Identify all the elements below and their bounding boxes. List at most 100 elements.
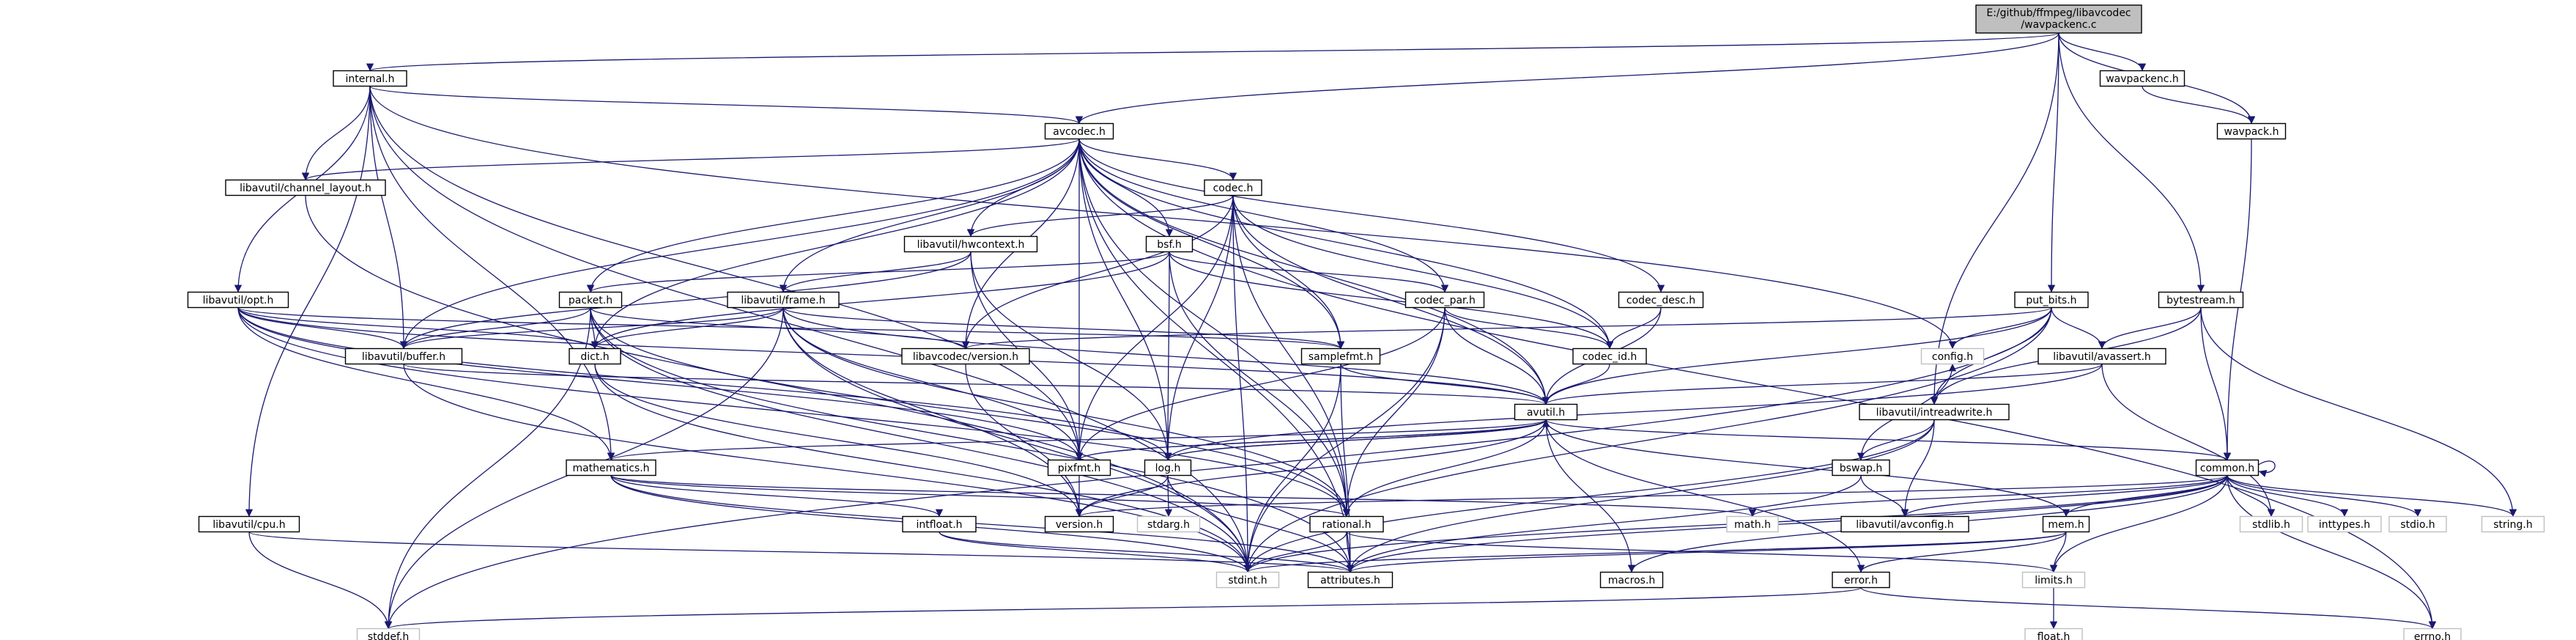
edge-common-to-math xyxy=(1749,474,2228,518)
node-codec-desc[interactable]: codec_desc.h xyxy=(1618,291,1704,309)
node-box xyxy=(2388,515,2447,533)
node-intfloat[interactable]: intfloat.h xyxy=(902,515,977,533)
edge-put-bits-to-avutil xyxy=(1541,307,2052,405)
edge-packet-to-attributes xyxy=(590,307,1355,573)
node-avcodec[interactable]: avcodec.h xyxy=(1044,122,1114,140)
edge-frame-to-buffer xyxy=(399,306,784,350)
node-macros[interactable]: macros.h xyxy=(1599,571,1664,589)
edge-channel-layout-to-stdint xyxy=(305,195,1252,573)
node-avassert[interactable]: libavutil/avassert.h xyxy=(2038,347,2166,365)
node-buffer[interactable]: libavutil/buffer.h xyxy=(344,347,463,365)
edge-avcodec-to-samplefmt xyxy=(1078,139,1345,350)
node-channel-layout[interactable]: libavutil/channel_layout.h xyxy=(225,179,386,196)
node-intreadwrite[interactable]: libavutil/intreadwrite.h xyxy=(1859,403,2010,421)
node-frame[interactable]: libavutil/frame.h xyxy=(727,291,840,309)
edge-log-to-attributes xyxy=(1167,475,1355,573)
node-wavpackenc-h[interactable]: wavpackenc.h xyxy=(2099,70,2185,87)
node-box xyxy=(2099,70,2185,87)
edge-mem-to-attributes xyxy=(1347,531,2067,573)
edge-codec-to-stdint xyxy=(1232,195,1252,573)
node-lavc-version[interactable]: libavcodec/version.h xyxy=(901,347,1030,365)
edge-bswap-to-avconfig xyxy=(1860,475,1909,518)
node-avutil[interactable]: avutil.h xyxy=(1514,403,1578,421)
node-rational[interactable]: rational.h xyxy=(1309,515,1384,533)
edge-codec-desc-to-codec-id xyxy=(1605,307,1662,350)
node-label: internal.h xyxy=(345,73,394,85)
node-bswap[interactable]: bswap.h xyxy=(1832,459,1890,477)
node-label: limits.h xyxy=(2035,575,2072,586)
node-codec-par[interactable]: codec_par.h xyxy=(1404,291,1485,309)
edge-put-bits-to-avassert xyxy=(2051,307,2106,350)
node-label: libavutil/intreadwrite.h xyxy=(1876,407,1993,419)
node-cpu[interactable]: libavutil/cpu.h xyxy=(198,515,300,533)
node-mem[interactable]: mem.h xyxy=(2042,515,2090,533)
edge-common-to-stdio xyxy=(2227,475,2422,518)
edge-internal-to-stdint xyxy=(369,86,1252,573)
node-box xyxy=(1832,459,1890,477)
edge-frame-to-stdint xyxy=(782,307,1252,573)
node-codec-id[interactable]: codec_id.h xyxy=(1572,347,1647,365)
edge-opt-to-mathematics xyxy=(237,307,615,461)
node-version[interactable]: version.h xyxy=(1044,515,1114,533)
edge-dict-to-version xyxy=(594,364,1084,518)
edge-opt-to-rational xyxy=(237,307,1351,518)
node-label: libavcodec/version.h xyxy=(913,351,1018,363)
node-box xyxy=(727,291,840,309)
edge-avcodec-to-codec-par xyxy=(1078,139,1449,293)
node-label: rational.h xyxy=(1322,519,1372,531)
node-codec[interactable]: codec.h xyxy=(1204,179,1262,196)
node-label: dict.h xyxy=(580,351,609,363)
node-dict[interactable]: dict.h xyxy=(569,347,621,365)
node-box xyxy=(2216,122,2287,140)
node-common[interactable]: common.h xyxy=(2195,459,2259,477)
node-attributes[interactable]: attributes.h xyxy=(1307,571,1394,589)
node-bytestream[interactable]: bytestream.h xyxy=(2158,291,2244,309)
edge-common-to-common xyxy=(2258,460,2276,477)
node-label: libavutil/opt.h xyxy=(203,295,274,306)
edge-samplefmt-to-avutil xyxy=(1340,364,1550,405)
edge-bytestream-to-common xyxy=(2200,307,2232,461)
edge-opt-to-pixfmt xyxy=(237,307,1084,461)
node-samplefmt[interactable]: samplefmt.h xyxy=(1300,347,1381,365)
node-error[interactable]: error.h xyxy=(1832,571,1890,589)
edge-internal-to-buffer xyxy=(369,86,408,350)
edge-bsf-to-codec-id xyxy=(1169,251,1614,350)
node-hwcontext[interactable]: libavutil/hwcontext.h xyxy=(903,235,1038,253)
node-limits: limits.h xyxy=(2021,571,2086,589)
node-box xyxy=(2239,515,2303,533)
node-box xyxy=(558,291,623,309)
edge-internal-to-config xyxy=(369,86,1957,350)
edge-error-to-errno xyxy=(1860,586,2436,630)
node-box xyxy=(344,347,463,365)
edge-common-to-avconfig xyxy=(1900,475,2228,518)
node-box xyxy=(1572,347,1647,365)
edge-avcodec-to-codec xyxy=(1078,139,1237,181)
node-box xyxy=(566,459,656,477)
node-packet[interactable]: packet.h xyxy=(558,291,623,309)
node-label: mathematics.h xyxy=(572,463,649,474)
node-wavpack[interactable]: wavpack.h xyxy=(2216,122,2287,140)
node-box xyxy=(1309,515,1384,533)
node-label: string.h xyxy=(2493,519,2533,531)
node-config: config.h xyxy=(1920,347,1985,365)
node-label: put_bits.h xyxy=(2026,295,2076,306)
edge-avcodec-to-dict xyxy=(591,139,1080,350)
node-label: codec_id.h xyxy=(1583,351,1637,363)
edge-root-to-wavpackenc-h xyxy=(2058,32,2147,72)
node-box xyxy=(1215,571,1280,589)
node-put-bits[interactable]: put_bits.h xyxy=(2014,291,2089,309)
node-root[interactable]: E:/github/ffmpeg/libavcodec/wavpackenc.c xyxy=(1975,4,2142,34)
node-pixfmt[interactable]: pixfmt.h xyxy=(1047,459,1111,477)
node-internal[interactable]: internal.h xyxy=(333,70,407,87)
edge-bswap-to-attributes xyxy=(1346,475,1862,573)
node-opt[interactable]: libavutil/opt.h xyxy=(187,291,289,309)
edge-intreadwrite-to-avconfig xyxy=(1900,419,1935,518)
node-label: /wavpackenc.c xyxy=(2021,19,2096,31)
node-label: codec_desc.h xyxy=(1626,295,1695,306)
node-label: stdio.h xyxy=(2400,519,2435,531)
node-bsf[interactable]: bsf.h xyxy=(1145,235,1193,253)
node-avconfig[interactable]: libavutil/avconfig.h xyxy=(1840,515,1969,533)
node-log[interactable]: log.h xyxy=(1144,459,1192,477)
node-mathematics[interactable]: mathematics.h xyxy=(566,459,656,477)
